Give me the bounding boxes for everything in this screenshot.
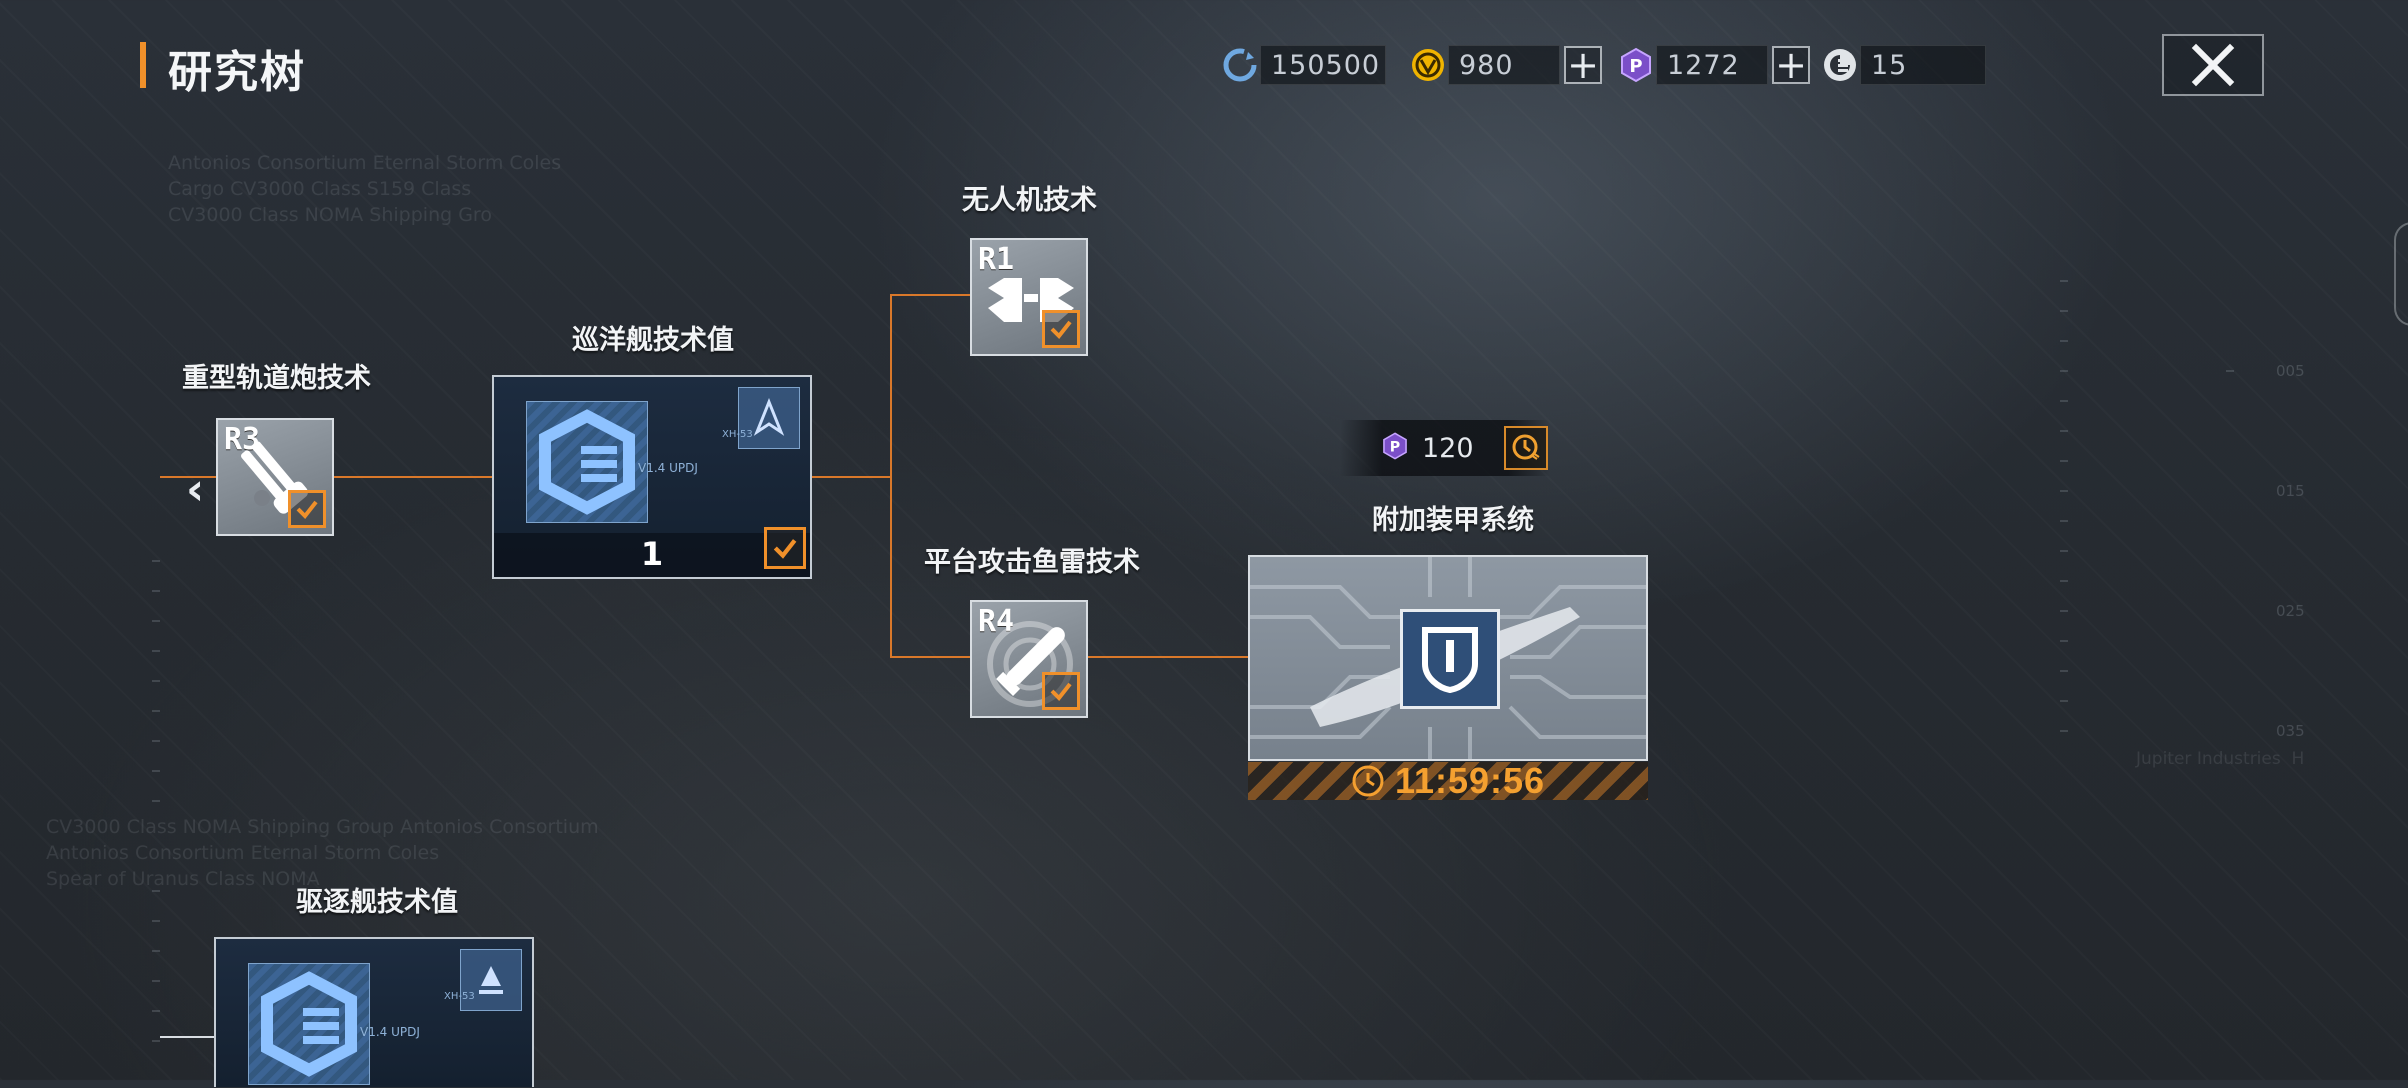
currency-credits: 150500 <box>1220 44 1386 86</box>
torpedo-icon <box>987 621 1073 707</box>
count-strip <box>494 533 810 577</box>
badge-tag: XH-53 <box>722 429 753 440</box>
research-cost: P 120 <box>1340 420 1550 476</box>
clock-icon <box>1352 765 1384 797</box>
torpedo-node-label: 平台攻击鱼雷技术 <box>924 547 1140 578</box>
railgun-node-label: 重型轨道炮技术 <box>182 363 371 394</box>
link-line <box>160 476 216 478</box>
destroyer-emblem-icon <box>248 963 370 1085</box>
gold-coin-icon <box>1408 45 1448 85</box>
link-line <box>890 656 970 658</box>
purple-token-icon: P <box>1380 431 1410 465</box>
link-line <box>334 476 494 478</box>
page-title: 研究树 <box>168 47 306 98</box>
link-line <box>160 1036 216 1038</box>
currency-chip-value: 15 <box>1860 45 1986 85</box>
completed-check-icon <box>764 527 806 569</box>
armor-node-label: 附加装甲系统 <box>1372 505 1534 536</box>
add-token-button[interactable]: + <box>1772 46 1810 84</box>
currency-credits-value: 150500 <box>1260 45 1386 85</box>
rank-label: R4 <box>978 604 1015 639</box>
cruiser-tech-node[interactable]: V1.4 UPDJ XH-53 1 <box>492 375 812 579</box>
add-gold-button[interactable]: + <box>1564 46 1602 84</box>
railgun-tech-node[interactable]: R3 <box>216 418 334 536</box>
timer-value: 11:59:56 <box>1394 760 1546 801</box>
svg-text:P: P <box>1629 56 1642 77</box>
chevron-left-icon[interactable]: ‹ <box>186 464 205 515</box>
currency-token: P 1272 + <box>1616 44 1810 86</box>
destroyer-tech-node[interactable]: V1.4 UPDJ XH-53 <box>214 937 534 1087</box>
cruiser-node-label: 巡洋舰技术值 <box>572 325 734 356</box>
purple-token-icon: P <box>1616 45 1656 85</box>
armor-shield-icon <box>1422 627 1478 694</box>
research-timer: 11:59:56 <box>1248 760 1648 801</box>
armor-icon-frame <box>1400 609 1500 709</box>
title-accent-bar <box>140 42 146 88</box>
link-line <box>810 476 892 478</box>
class-badge-icon <box>738 387 800 449</box>
background-text-right: Jupiter Industries H <box>2136 749 2305 769</box>
link-line <box>890 294 892 658</box>
currency-gold-value: 980 <box>1448 45 1560 85</box>
rank-label: R1 <box>978 242 1015 277</box>
emblem-caption: V1.4 UPDJ <box>638 461 698 475</box>
side-panel-handle[interactable] <box>2394 222 2408 326</box>
background-text-top: Antonios Consortium Eternal Storm Coles … <box>168 152 562 226</box>
close-icon <box>2191 43 2235 87</box>
emblem-caption: V1.4 UPDJ <box>360 1025 420 1039</box>
destroyer-node-label: 驱逐舰技术值 <box>296 887 458 918</box>
drone-tech-node[interactable]: R1 <box>970 238 1088 356</box>
link-line <box>1088 656 1250 658</box>
badge-tag: XH-53 <box>444 991 475 1002</box>
refresh-cycle-icon <box>1220 45 1260 85</box>
svg-text:P: P <box>1390 440 1400 456</box>
drone-node-label: 无人机技术 <box>962 185 1097 216</box>
research-chip-icon <box>1820 45 1860 85</box>
currency-gold: 980 + <box>1408 44 1602 86</box>
completed-check-icon <box>288 490 326 528</box>
class-badge-icon <box>460 949 522 1011</box>
speedup-button[interactable] <box>1503 426 1548 470</box>
torpedo-tech-node[interactable]: R4 <box>970 600 1088 718</box>
link-line <box>890 294 970 296</box>
completed-check-icon <box>1042 310 1080 348</box>
railgun-icon <box>241 441 308 514</box>
rank-label: R3 <box>224 422 261 457</box>
armor-system-node[interactable] <box>1248 555 1648 761</box>
cruiser-count: 1 <box>640 535 664 573</box>
close-button[interactable] <box>2162 34 2264 96</box>
currency-chip: 15 <box>1820 44 1986 86</box>
currency-token-value: 1272 <box>1656 45 1768 85</box>
background-text-bottom: CV3000 Class NOMA Shipping Group Antonio… <box>46 816 599 890</box>
completed-check-icon <box>1042 672 1080 710</box>
cruiser-emblem-icon <box>526 401 648 523</box>
research-cost-value: 120 <box>1422 432 1474 464</box>
speedup-clock-icon <box>1512 434 1540 460</box>
